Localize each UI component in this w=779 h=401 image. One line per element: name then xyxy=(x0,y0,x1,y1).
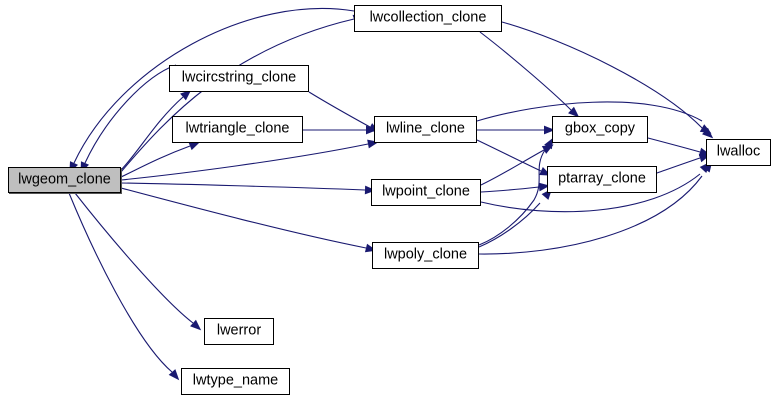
node-label-lwcollection_clone: lwcollection_clone xyxy=(369,9,487,26)
edge-lwcollection_clone-to-lwalloc xyxy=(501,21,706,132)
node-lwcollection_clone[interactable]: lwcollection_clone xyxy=(354,5,502,32)
node-ptarray_clone[interactable]: ptarray_clone xyxy=(547,166,657,193)
node-lwpoly_clone[interactable]: lwpoly_clone xyxy=(372,242,479,269)
node-lwline_clone[interactable]: lwline_clone xyxy=(374,116,477,143)
edge-lwline_clone-to-ptarray_clone xyxy=(476,139,542,172)
node-lwtriangle_clone[interactable]: lwtriangle_clone xyxy=(172,116,303,143)
arrowhead-lwgeom_clone-to-lwerror xyxy=(190,319,202,331)
node-lwalloc[interactable]: lwalloc xyxy=(706,139,771,166)
node-lwtype_name[interactable]: lwtype_name xyxy=(181,368,290,395)
edge-lwcollection_clone-to-gbox_copy xyxy=(479,31,572,111)
node-label-lwpoly_clone: lwpoly_clone xyxy=(383,246,468,263)
node-gbox_copy[interactable]: gbox_copy xyxy=(552,116,648,143)
node-label-lwcircstring_clone: lwcircstring_clone xyxy=(181,69,297,86)
node-label-ptarray_clone: ptarray_clone xyxy=(558,170,646,187)
edge-lwgeom_clone-to-lwpoly_clone xyxy=(120,187,367,249)
node-label-lwgeom_clone: lwgeom_clone xyxy=(18,171,111,188)
edge-lwgeom_clone-to-lwcollection_clone xyxy=(120,18,355,173)
edge-lwgeom_clone-to-lwtype_name xyxy=(68,192,173,373)
edge-lwgeom_clone-to-lwline_clone xyxy=(120,143,369,181)
edge-gbox_copy-to-lwalloc xyxy=(647,137,701,153)
edge-lwcircstring_clone-to-lwgeom_clone xyxy=(84,64,177,164)
node-lwgeom_clone[interactable]: lwgeom_clone xyxy=(8,167,121,193)
edge-lwpoint_clone-to-ptarray_clone xyxy=(480,186,540,193)
node-label-lwtriangle_clone: lwtriangle_clone xyxy=(185,120,290,137)
node-lwcircstring_clone[interactable]: lwcircstring_clone xyxy=(169,65,309,92)
edge-lwcircstring_clone-to-lwline_clone xyxy=(308,91,371,128)
edge-lwpoly_clone-to-ptarray_clone xyxy=(478,202,541,248)
edge-lwgeom_clone-to-lwerror xyxy=(74,192,194,324)
edge-lwgeom_clone-to-lwtriangle_clone xyxy=(120,145,191,178)
edge-lwpoly_clone-to-gbox_copy xyxy=(478,149,546,246)
edge-ptarray_clone-to-lwalloc xyxy=(656,157,701,174)
node-label-lwpoint_clone: lwpoint_clone xyxy=(382,183,470,200)
node-label-lwline_clone: lwline_clone xyxy=(386,120,465,137)
arrowhead-lwline_clone-to-lwalloc xyxy=(699,124,712,134)
edge-lwpoint_clone-to-gbox_copy xyxy=(480,149,545,186)
edge-lwgeom_clone-to-lwpoint_clone xyxy=(120,182,366,191)
node-lwerror[interactable]: lwerror xyxy=(204,318,274,345)
node-label-lwalloc: lwalloc xyxy=(716,143,761,160)
node-label-lwtype_name: lwtype_name xyxy=(192,372,279,389)
node-lwpoint_clone[interactable]: lwpoint_clone xyxy=(371,179,481,206)
node-label-lwerror: lwerror xyxy=(216,322,262,339)
node-label-gbox_copy: gbox_copy xyxy=(564,120,636,137)
